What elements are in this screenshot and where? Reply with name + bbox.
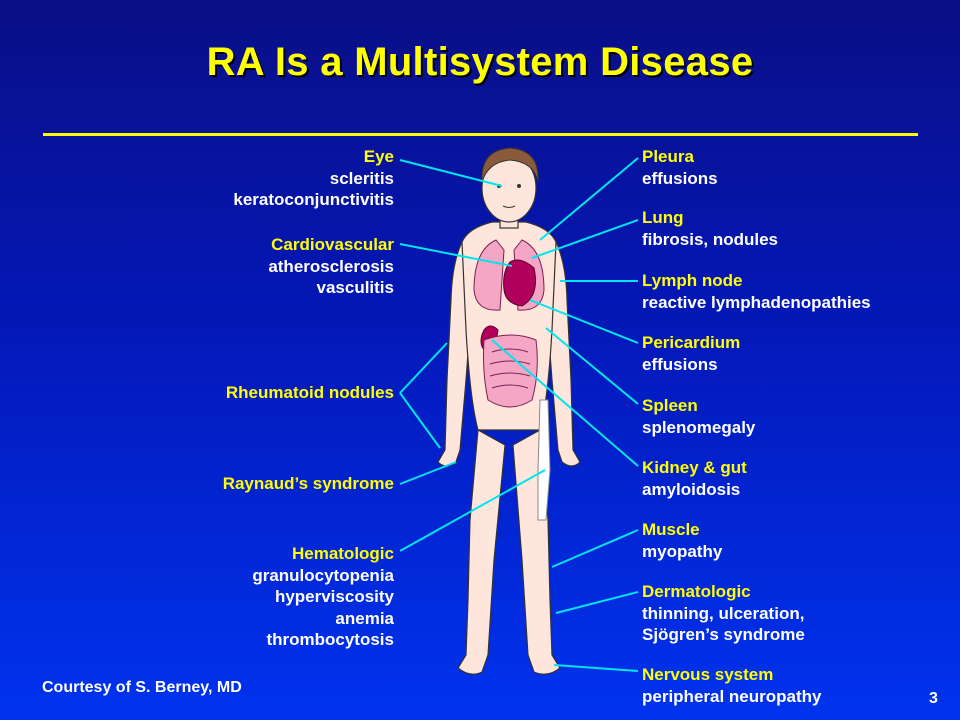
title-underline	[43, 133, 918, 136]
mouth	[502, 205, 516, 208]
heart	[503, 259, 536, 307]
label-eye: Eye scleritis keratoconjunctivitis	[233, 147, 394, 209]
human-figure	[437, 147, 581, 675]
leader-eye	[399, 159, 503, 187]
page-number: 3	[929, 690, 938, 707]
leader-hematologic	[399, 469, 546, 552]
leader-lines	[399, 157, 639, 672]
intestines	[483, 334, 538, 408]
organs	[473, 239, 551, 521]
leader-nervous	[553, 664, 639, 672]
leader-spleen	[545, 327, 639, 405]
right-leg	[512, 429, 561, 675]
label-pleura: Pleura effusions	[642, 147, 718, 188]
leader-nodules-upper	[399, 342, 448, 394]
label-dermatologic: Dermatologic thinning, ulceration, Sjögr…	[642, 582, 805, 644]
label-hematologic: Hematologic granulocytopenia hyperviscos…	[252, 544, 394, 649]
label-spleen: Spleen splenomegaly	[642, 396, 756, 437]
leader-pleura	[539, 157, 639, 241]
label-muscle: Muscle myopathy	[642, 520, 723, 561]
eye-right	[517, 184, 521, 188]
label-pericardium: Pericardium effusions	[642, 333, 741, 374]
leader-dermatologic	[555, 591, 639, 614]
leader-nodules-lower	[399, 392, 441, 449]
leader-cardiovascular	[399, 243, 513, 267]
leg-bone	[537, 399, 551, 521]
leader-pericardium	[529, 299, 639, 344]
leader-raynaud	[399, 461, 457, 485]
intestine-coils	[489, 348, 531, 389]
label-raynauds: Raynaud’s syndrome	[222, 474, 394, 493]
label-lymph-node: Lymph node reactive lymphadenopathies	[642, 271, 871, 312]
leader-lung	[531, 219, 639, 259]
label-rheumatoid-nodules: Rheumatoid nodules	[225, 383, 394, 402]
label-cardiovascular: Cardiovascular atherosclerosis vasculiti…	[268, 235, 394, 297]
lung-left	[473, 239, 505, 311]
label-nervous-system: Nervous system peripheral neuropathy	[642, 665, 822, 706]
label-kidney-gut: Kidney & gut amyloidosis	[642, 458, 747, 499]
slide-title: RA Is a Multisystem Disease	[206, 40, 754, 84]
leader-muscle	[551, 529, 639, 568]
leader-kidney-gut	[491, 339, 639, 467]
label-lung: Lung fibrosis, nodules	[642, 208, 779, 249]
hair	[481, 147, 539, 183]
footer-credit: Courtesy of S. Berney, MD	[42, 679, 242, 696]
left-leg	[457, 429, 506, 675]
